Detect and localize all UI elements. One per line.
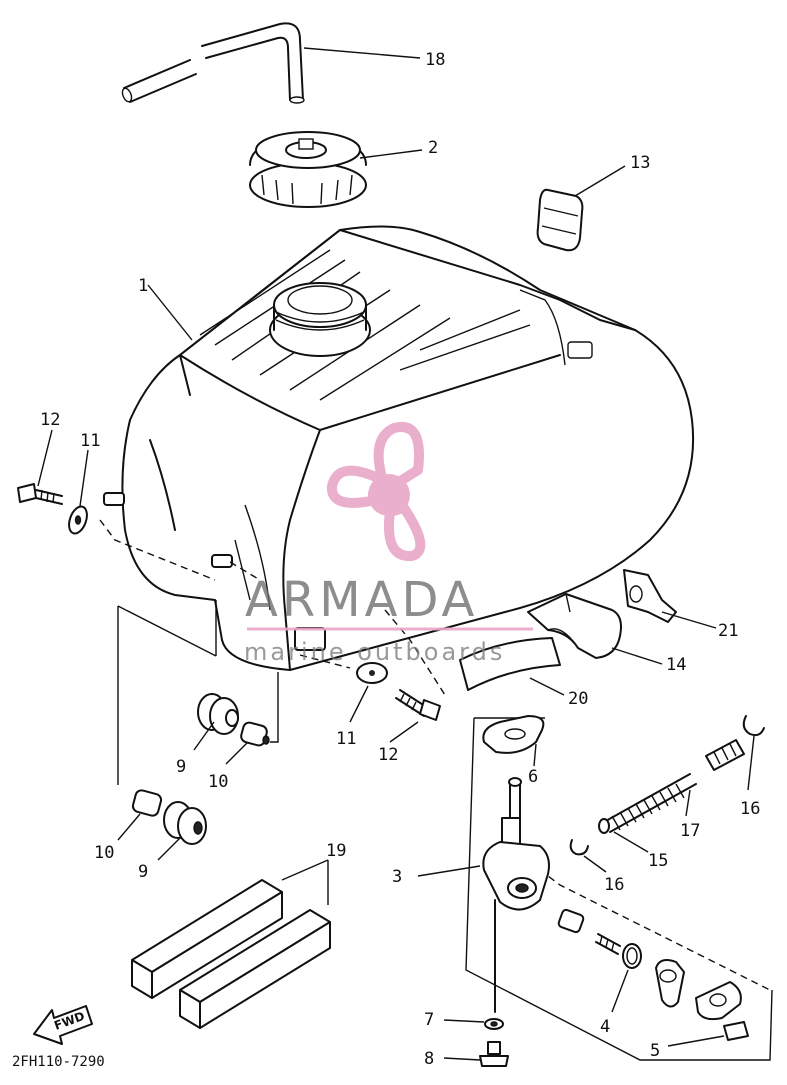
callout-15: 15: [648, 851, 668, 871]
part-2-filler-cap: [249, 131, 367, 208]
callout-9-lower: 9: [138, 862, 148, 882]
part-4-o-ring: [622, 943, 642, 969]
part-9-grommet-lower: [163, 801, 207, 845]
callout-12-center: 12: [378, 745, 398, 765]
callout-10-upper: 10: [208, 772, 228, 792]
callout-labels: 18 2 13 1 12 11 21 14 20 11 12 6 9 10 10…: [40, 50, 760, 1069]
callout-14: 14: [666, 655, 686, 675]
callout-5: 5: [650, 1041, 660, 1061]
callout-11-center: 11: [336, 729, 356, 749]
callout-4: 4: [600, 1017, 610, 1037]
callout-19: 19: [326, 841, 346, 861]
part-3-fuel-cock: [482, 777, 550, 1013]
callout-1: 1: [138, 276, 148, 296]
callout-12-left: 12: [40, 410, 60, 430]
callout-16-lower: 16: [604, 875, 624, 895]
callout-9-upper: 9: [176, 757, 186, 777]
part-1-fuel-tank: [103, 225, 695, 671]
part-10-collar-upper: [240, 721, 270, 747]
part-15-fuel-pipe: [598, 818, 610, 834]
callout-7: 7: [424, 1010, 434, 1030]
callout-11-left: 11: [80, 431, 100, 451]
propeller-icon: [327, 421, 426, 562]
fuel-cock-cover-plate: [695, 981, 742, 1021]
part-10-collar-lower: [131, 789, 163, 817]
callout-20: 20: [568, 689, 588, 709]
part-20-pad: [459, 637, 561, 691]
part-9-grommet-upper: [197, 693, 239, 735]
callout-13: 13: [630, 153, 650, 173]
fuel-cock-internals: [557, 908, 685, 1008]
armada-logo: ARMADA marine outboards: [244, 421, 533, 666]
part-12-bolt-left: [17, 483, 63, 505]
part-8-drain-screw: [479, 1041, 509, 1067]
callout-16-upper: 16: [740, 799, 760, 819]
watermark-subtitle: marine outboards: [244, 638, 505, 666]
callout-2: 2: [428, 138, 438, 158]
part-11-washer-center: [356, 662, 388, 684]
callout-8: 8: [424, 1049, 434, 1069]
drawing-code: 2FH110-7290: [12, 1054, 105, 1070]
leader-lines: [37, 47, 755, 1061]
part-12-bolt-center: [395, 689, 441, 721]
callout-6: 6: [528, 767, 538, 787]
part-7-drain-washer: [484, 1018, 504, 1030]
part-21-bracket: [623, 569, 677, 623]
part-17-short-spring: [705, 739, 745, 771]
part-18-fuel-hose: [121, 22, 305, 104]
part-16-clip-upper: [742, 715, 765, 737]
part-16-clip-lower: [569, 839, 589, 856]
watermark-title: ARMADA: [245, 572, 478, 628]
callout-17: 17: [680, 821, 700, 841]
callout-10-lower: 10: [94, 843, 114, 863]
callout-3: 3: [392, 867, 402, 887]
fwd-arrow: FWD: [33, 1005, 93, 1045]
grommet-bracket: [117, 600, 279, 785]
part-19-foam-blocks: [131, 879, 331, 1029]
callout-21: 21: [718, 621, 738, 641]
callout-18: 18: [425, 50, 445, 70]
propeller-hub: [368, 474, 410, 516]
part-13-damper: [536, 188, 584, 252]
part-11-washer-left: [68, 505, 88, 535]
part-14-tank-band: [527, 593, 622, 659]
part-5-screw: [723, 1021, 749, 1041]
part-17-spring: [603, 773, 697, 833]
part-6-gasket: [482, 715, 545, 754]
